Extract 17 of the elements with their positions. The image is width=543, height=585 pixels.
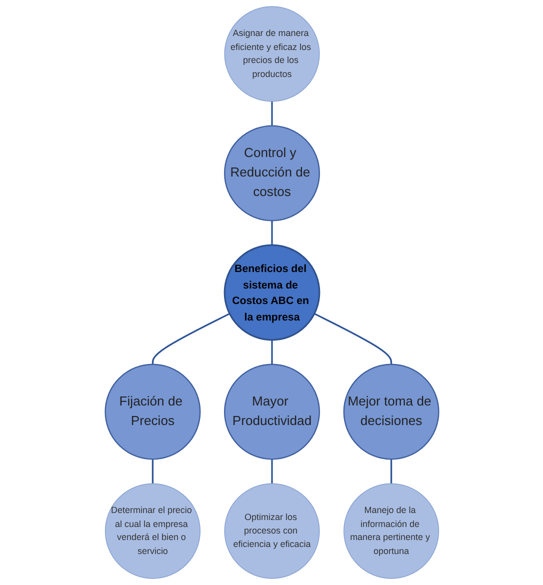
node-circle: Asignar de manera eficiente y eficaz los precios de los productos: [224, 6, 320, 102]
node-circle: Optimizar los procesos con eficiencia y eficacia: [224, 483, 320, 579]
connector: [151, 459, 154, 484]
connector: [270, 340, 272, 364]
connector: [270, 220, 272, 246]
node-circle: Fijación de Precios: [104, 364, 200, 460]
node-circle: Determinar el precio al cual la empresa venderá el bien o servicio: [104, 483, 200, 579]
node-circle: Mayor Productividad: [224, 364, 320, 460]
node-circle: Mejor toma de decisiones: [342, 364, 439, 460]
node-circle: Beneficios del sistema de Costos ABC en la empresa: [223, 244, 320, 341]
connector: [390, 459, 392, 484]
node-circle: Manejo de la información de manera pertinente y oportuna: [343, 483, 439, 579]
connector: [314, 312, 392, 364]
connector: [151, 312, 230, 364]
node-circle: Control y Reducción de costos: [224, 125, 320, 222]
connector: [270, 101, 272, 126]
connector: [270, 459, 272, 484]
